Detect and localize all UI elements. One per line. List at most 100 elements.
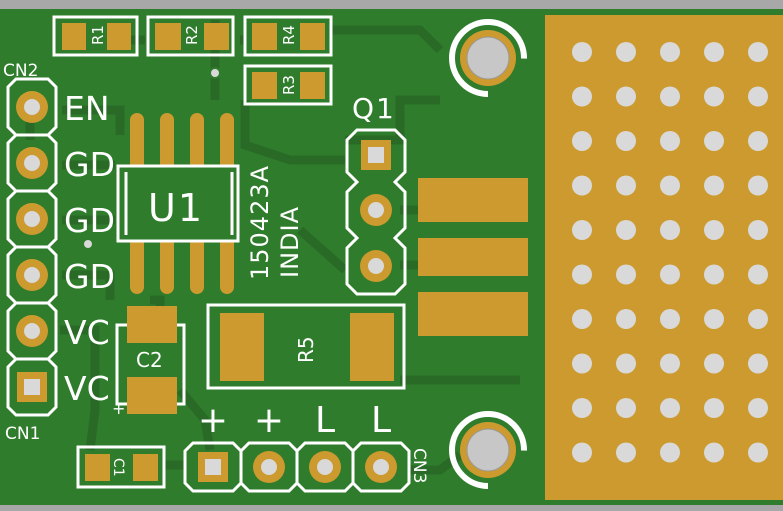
thermal-via — [704, 220, 724, 240]
cn2-pin: VC — [6, 357, 110, 417]
cn3-pin: L — [295, 400, 355, 493]
cn2-label: CN2 — [3, 61, 38, 81]
thermal-via — [748, 86, 768, 107]
thermal-via — [660, 86, 680, 107]
thermal-via — [704, 264, 724, 285]
thermal-via — [572, 220, 592, 240]
thermal-via — [660, 42, 680, 62]
thermal-via — [704, 442, 724, 463]
thermal-via — [616, 131, 636, 151]
thermal-via-grid — [572, 42, 768, 463]
heatsink-pad — [545, 15, 783, 500]
cn3-label: CN3 — [409, 448, 429, 483]
thermal-via — [660, 309, 680, 329]
part-number: 150423A — [246, 165, 274, 280]
cn2-pin: GD — [6, 133, 115, 193]
thermal-via — [616, 42, 636, 62]
transistor-q1 — [345, 128, 407, 296]
thermal-via — [572, 131, 592, 151]
resistor-r1: R1 — [52, 15, 139, 57]
r3-label: R3 — [280, 75, 298, 95]
thermal-via — [616, 398, 636, 418]
thermal-via — [748, 42, 768, 62]
thermal-via — [616, 86, 636, 107]
thermal-via — [660, 220, 680, 240]
cn3-pin: + — [183, 400, 243, 493]
c2-label: C2 — [136, 348, 163, 372]
thermal-via — [572, 309, 592, 329]
cn2-pin: VC — [6, 301, 110, 361]
u1-pin — [220, 236, 234, 294]
thermal-via — [748, 264, 768, 285]
thermal-via — [660, 131, 680, 151]
thermal-via — [616, 442, 636, 463]
r5-label: R5 — [294, 336, 318, 363]
q1-tab-pads — [418, 178, 528, 336]
thermal-via — [704, 175, 724, 196]
thermal-via — [660, 175, 680, 196]
thermal-via — [572, 175, 592, 196]
thermal-via — [616, 309, 636, 329]
c2-polarity: + — [112, 399, 125, 418]
thermal-via — [572, 442, 592, 463]
thermal-via — [748, 309, 768, 329]
mounting-hole-bottom — [449, 411, 527, 489]
thermal-via — [572, 398, 592, 418]
thermal-via — [572, 264, 592, 285]
ic-u1: U1 — [116, 113, 240, 294]
thermal-via — [616, 264, 636, 285]
cn2-pin-label: VC — [64, 369, 110, 408]
thermal-via — [660, 398, 680, 418]
u1-pins — [130, 113, 234, 294]
resistor-r4: R4 — [243, 15, 333, 57]
cn2-pin: GD — [6, 189, 115, 249]
origin-text: INDIA — [276, 206, 304, 278]
u1-pin — [190, 113, 204, 171]
connector-cn2: EN GD GD GD VC VC — [6, 77, 115, 417]
cn1-label: CN1 — [5, 424, 40, 444]
resistor-r5: R5 — [206, 303, 406, 390]
mounting-hole-top — [449, 19, 527, 97]
cn2-pin-label: GD — [64, 257, 115, 296]
thermal-via — [572, 86, 592, 107]
vias — [82, 67, 221, 250]
thermal-via — [704, 309, 724, 329]
cn3-pin-label: + — [254, 400, 284, 441]
thermal-via — [660, 264, 680, 285]
thermal-via — [616, 220, 636, 240]
cn2-pin-label: GD — [64, 201, 115, 240]
thermal-via — [572, 42, 592, 62]
thermal-via — [748, 353, 768, 374]
thermal-via — [704, 398, 724, 418]
cn2-pin-label: EN — [64, 89, 110, 128]
cn3-pin-label: + — [198, 400, 228, 441]
thermal-via — [616, 175, 636, 196]
thermal-via — [748, 131, 768, 151]
thermal-via — [704, 42, 724, 62]
u1-pin — [190, 236, 204, 294]
resistor-r2: R2 — [146, 15, 235, 57]
r1-label: R1 — [89, 25, 107, 45]
thermal-via — [704, 131, 724, 151]
thermal-via — [748, 220, 768, 240]
capacitor-c1: C1 — [76, 445, 166, 489]
cn3-pin: + — [239, 400, 299, 493]
thermal-via — [704, 353, 724, 374]
thermal-via — [660, 353, 680, 374]
thermal-via — [748, 398, 768, 418]
capacitor-c2: C2 + — [112, 306, 186, 418]
u1-pin — [130, 113, 144, 171]
thermal-via — [572, 353, 592, 374]
u1-label: U1 — [148, 186, 204, 230]
cn2-pin-label: VC — [64, 313, 110, 352]
cn3-pin-label: L — [371, 400, 391, 441]
cn2-pin-label: GD — [64, 145, 115, 184]
resistor-r3: R3 — [243, 64, 333, 106]
thermal-via — [704, 86, 724, 107]
q1-label: Q1 — [352, 92, 396, 125]
u1-pin — [220, 113, 234, 171]
thermal-via — [660, 442, 680, 463]
thermal-via — [616, 353, 636, 374]
